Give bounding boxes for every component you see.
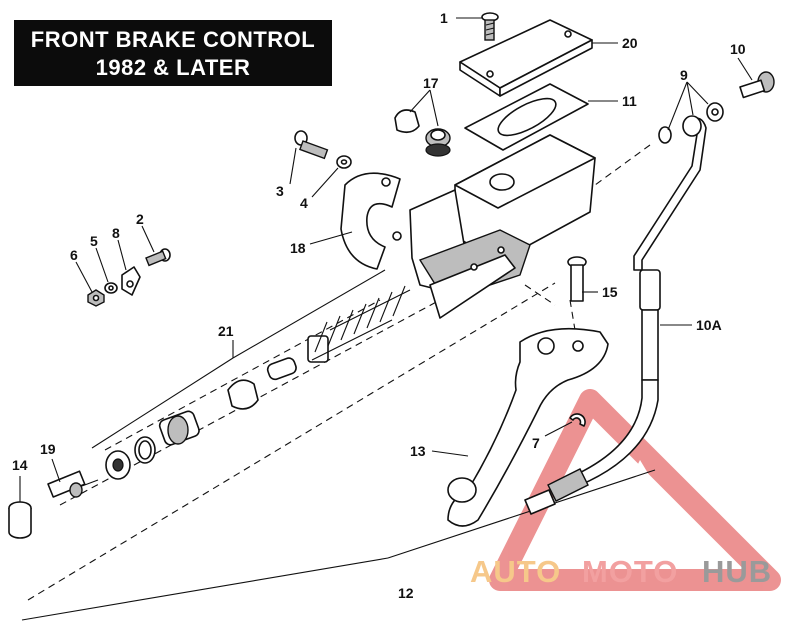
watermark-moto: MOTO (582, 554, 678, 589)
watermark-triangle (489, 389, 781, 591)
callout-18: 18 (290, 240, 306, 256)
clamp-part-8 (121, 266, 141, 296)
callout-10A: 10A (696, 317, 722, 333)
cover-part-20 (459, 19, 593, 97)
screw-part-1 (481, 12, 499, 41)
washers-part-9 (658, 102, 724, 144)
pivot-pin-part-15 (567, 256, 587, 302)
callout-21: 21 (218, 323, 234, 339)
boot-part-14 (8, 501, 32, 539)
watermark-auto: AUTO (470, 554, 561, 589)
assembly-lines (21, 144, 656, 621)
brake-line-part-10A (524, 115, 707, 515)
diagram-title-line2: 1982 & LATER (95, 55, 251, 80)
callout-11: 11 (622, 93, 637, 109)
piston-part-21 (105, 357, 297, 480)
callout-15: 15 (602, 284, 618, 300)
callout-14: 14 (12, 457, 28, 473)
callout-2: 2 (136, 211, 144, 227)
screw-part-2 (145, 248, 171, 267)
pushrod-part-19 (47, 470, 99, 498)
callout-4: 4 (300, 195, 308, 211)
callout-12: 12 (398, 585, 414, 601)
watermark-hub: HUB (702, 554, 772, 589)
retaining-clip-part-7 (569, 413, 586, 427)
master-cylinder-body (409, 134, 596, 319)
brake-lever-part-13 (447, 327, 609, 527)
callout-6: 6 (70, 247, 78, 263)
callout-10: 10 (730, 41, 746, 57)
callout-13: 13 (410, 443, 426, 459)
plug-part-17 (394, 109, 451, 157)
clamp-part-18 (340, 172, 402, 270)
callout-5: 5 (90, 233, 98, 249)
callout-leaders (19, 17, 753, 502)
callout-9: 9 (680, 67, 688, 83)
washer-part-4 (336, 155, 352, 169)
callout-labels: 1 20 11 17 10 9 3 4 18 2 8 5 6 15 10A 21… (12, 10, 746, 601)
screw-part-3 (294, 130, 329, 160)
callout-17: 17 (423, 75, 439, 91)
spring-part-21 (307, 285, 411, 363)
diagram-title-box: FRONT BRAKE CONTROL 1982 & LATER (14, 20, 332, 86)
gasket-part-11 (464, 83, 589, 151)
callout-20: 20 (622, 35, 638, 51)
callout-8: 8 (112, 225, 120, 241)
banjo-bolt-part-10 (739, 71, 775, 99)
callout-7: 7 (532, 435, 540, 451)
diagram-title-line1: FRONT BRAKE CONTROL (30, 27, 316, 52)
nut-part-6 (87, 289, 105, 307)
watermark-text: AUTO MOTO HUB (470, 554, 772, 589)
callout-19: 19 (40, 441, 56, 457)
lockwasher-part-5 (104, 282, 118, 294)
callout-3: 3 (276, 183, 284, 199)
callout-1: 1 (440, 10, 448, 26)
